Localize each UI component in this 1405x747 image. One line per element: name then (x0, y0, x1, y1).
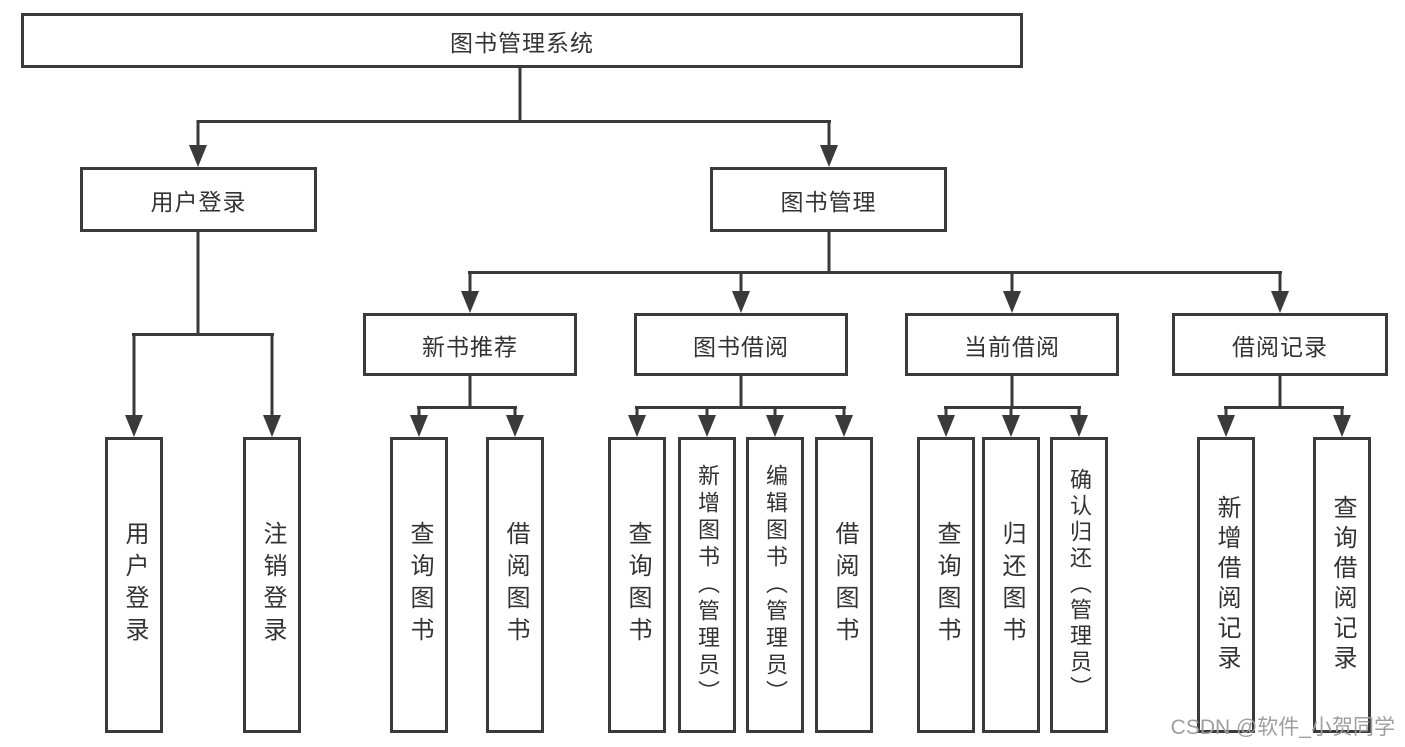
arrow-to-br-query (1333, 407, 1351, 437)
node-leaf-br-add: 新增借阅记录 (1197, 437, 1255, 733)
node-leaf-bb-query: 查询图书 (608, 437, 666, 733)
arrow-to-cb-return (1002, 407, 1020, 437)
arrow-to-current-borrow (1003, 271, 1021, 313)
arrow-to-user-login-leaf (125, 333, 143, 437)
node-leaf-br-query: 查询借阅记录 (1313, 437, 1371, 733)
node-new-book-rec: 新书推荐 (363, 313, 577, 376)
node-leaf-bb-borrow: 借阅图书 (815, 437, 873, 733)
node-current-borrow: 当前借阅 (905, 313, 1119, 376)
arrow-to-logout-leaf (263, 333, 281, 437)
node-label: 查询图书 (406, 521, 433, 649)
node-label: 新书推荐 (422, 333, 518, 360)
node-label: 用户登录 (150, 188, 247, 215)
node-leaf-cb-return: 归还图书 (982, 437, 1040, 733)
node-label: 图书借阅 (693, 333, 789, 360)
node-leaf-rec-query: 查询图书 (390, 437, 448, 733)
node-label: 当前借阅 (964, 333, 1060, 360)
arrow-to-bb-edit (766, 407, 784, 437)
node-leaf-rec-borrow: 借阅图书 (486, 437, 544, 733)
connector-borrow-stem (739, 376, 743, 409)
arrow-to-book-mgmt (820, 120, 838, 167)
connector-book-mgmt-stem (827, 232, 831, 274)
node-borrow-records: 借阅记录 (1172, 313, 1388, 376)
node-leaf-logout: 注销登录 (243, 437, 301, 733)
node-label: 新增图书（管理员） (695, 463, 720, 707)
arrow-to-borrow-records (1271, 271, 1289, 313)
node-label: 查询借阅记录 (1329, 495, 1356, 675)
arrow-to-rec-borrow (506, 407, 524, 437)
node-book-borrow: 图书借阅 (634, 313, 848, 376)
arrow-to-book-borrow (732, 271, 750, 313)
arrow-to-rec-query (410, 407, 428, 437)
node-label: 借阅记录 (1232, 333, 1328, 360)
node-label: 查询图书 (624, 521, 651, 649)
node-leaf-cb-confirm: 确认归还（管理员） (1050, 437, 1108, 733)
arrow-to-br-add (1217, 407, 1235, 437)
connector-current-stem (1010, 376, 1014, 409)
arrow-to-user-login (189, 120, 207, 167)
node-label: 确认归还（管理员） (1067, 468, 1092, 702)
node-leaf-cb-query: 查询图书 (917, 437, 975, 733)
connector-rec-stem (468, 376, 472, 409)
connector-records-stem (1278, 376, 1282, 409)
connector-records-branch (1224, 406, 1344, 409)
node-root: 图书管理系统 (21, 13, 1023, 68)
connector-user-login-stem (196, 232, 200, 336)
node-label: 注销登录 (259, 521, 286, 649)
connector-level2-branch (197, 120, 831, 123)
node-label: 借阅图书 (831, 521, 858, 649)
arrow-to-cb-confirm (1070, 407, 1088, 437)
node-user-login: 用户登录 (80, 167, 317, 232)
connector-rec-branch (417, 406, 517, 409)
node-label: 图书管理 (780, 188, 877, 215)
node-label: 图书管理系统 (450, 29, 594, 56)
node-book-mgmt: 图书管理 (710, 167, 947, 232)
node-label: 编辑图书（管理员） (763, 463, 788, 707)
node-label: 归还图书 (998, 521, 1025, 649)
connector-user-login-branch (132, 333, 274, 336)
arrow-to-new-book-rec (461, 271, 479, 313)
node-label: 查询图书 (933, 521, 960, 649)
node-leaf-bb-add: 新增图书（管理员） (678, 437, 736, 733)
arrow-to-bb-query (628, 407, 646, 437)
node-label: 新增借阅记录 (1213, 495, 1240, 675)
node-label: 用户登录 (121, 521, 148, 649)
arrow-to-cb-query (937, 407, 955, 437)
node-label: 借阅图书 (502, 521, 529, 649)
connector-root-stem (518, 68, 522, 123)
arrow-to-bb-borrow (835, 407, 853, 437)
node-leaf-user-login: 用户登录 (105, 437, 163, 733)
node-leaf-bb-edit: 编辑图书（管理员） (746, 437, 804, 733)
connector-level3-branch (468, 271, 1282, 274)
arrow-to-bb-add (698, 407, 716, 437)
connector-borrow-branch (635, 406, 846, 409)
watermark: CSDN @软件_小贺同学 (1170, 716, 1395, 739)
